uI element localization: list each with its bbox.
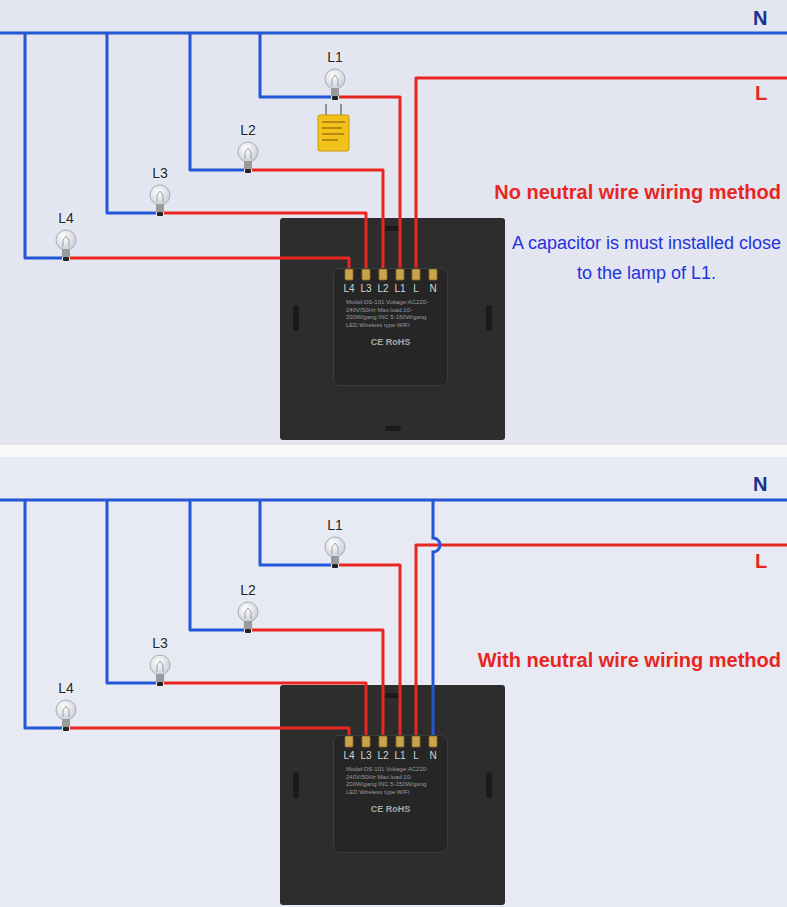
lamp-label: L3 bbox=[145, 164, 175, 182]
screw-slot bbox=[385, 426, 401, 431]
lamp: L3 bbox=[145, 634, 175, 692]
bus-label: L bbox=[755, 550, 767, 572]
lamp: L4 bbox=[51, 679, 81, 737]
switch-plate bbox=[280, 218, 505, 440]
terminal-label: N bbox=[423, 750, 443, 762]
lamp-symbol bbox=[320, 534, 350, 574]
terminal-label: L4 bbox=[339, 750, 359, 762]
screw-slot bbox=[293, 305, 299, 331]
terminal-pins bbox=[334, 736, 447, 750]
lamp: L2 bbox=[233, 581, 263, 639]
switch-module: L4L3L2L1LN Model:DS-101 Voltage:AC220-240… bbox=[333, 268, 448, 386]
lamp: L1 bbox=[320, 48, 350, 106]
terminal-label: L1 bbox=[390, 283, 410, 295]
lamp: L2 bbox=[233, 121, 263, 179]
live-wires bbox=[416, 78, 787, 735]
neutral-terminal-wire bbox=[433, 500, 440, 735]
lamp-symbol bbox=[320, 66, 350, 106]
bus-label: N bbox=[753, 7, 767, 29]
lamp-symbol bbox=[145, 652, 175, 692]
capacitor bbox=[318, 104, 349, 151]
lamp-label: L2 bbox=[233, 121, 263, 139]
lamp-label: L1 bbox=[320, 516, 350, 534]
terminal-label: L3 bbox=[356, 750, 376, 762]
lamp-label: L1 bbox=[320, 48, 350, 66]
lamp-label: L4 bbox=[51, 209, 81, 227]
top-background bbox=[0, 0, 787, 445]
screw-slot bbox=[486, 305, 492, 331]
screw-slot bbox=[293, 772, 299, 798]
bottom-background bbox=[0, 457, 787, 907]
screw-slot bbox=[486, 772, 492, 798]
certification-mark: CE RoHS bbox=[346, 804, 435, 815]
neutral-wires bbox=[0, 33, 787, 728]
switched-wire bbox=[350, 97, 400, 268]
terminal-label: L2 bbox=[373, 283, 393, 295]
terminal-pins bbox=[334, 269, 447, 283]
lamp-label: L4 bbox=[51, 679, 81, 697]
lamp: L3 bbox=[145, 164, 175, 222]
install-note: A capacitor is must installed close to t… bbox=[508, 228, 785, 288]
lamp: L1 bbox=[320, 516, 350, 574]
bus-label: N bbox=[753, 473, 767, 495]
model-text: Model:DS-101 Voltage:AC220-240V/50Hz Max… bbox=[346, 299, 435, 329]
lamp-symbol bbox=[51, 227, 81, 267]
separator bbox=[0, 445, 787, 457]
lamp-symbol bbox=[233, 599, 263, 639]
terminal-label: L3 bbox=[356, 283, 376, 295]
terminal-label: L2 bbox=[373, 750, 393, 762]
terminal-label: L bbox=[406, 750, 426, 762]
switched-wire bbox=[81, 258, 349, 268]
lamp-label: L2 bbox=[233, 581, 263, 599]
terminal-label: N bbox=[423, 283, 443, 295]
switched-wire bbox=[175, 213, 366, 268]
terminal-label: L bbox=[406, 283, 426, 295]
switch-module: L4L3L2L1LN Model:DS-101 Voltage:AC220-240… bbox=[333, 735, 448, 853]
model-text: Model:DS-101 Voltage:AC220-240V/50Hz Max… bbox=[346, 766, 435, 796]
lamp-symbol bbox=[233, 139, 263, 179]
lamp: L4 bbox=[51, 209, 81, 267]
bus-label: L bbox=[755, 82, 767, 104]
switched-wire bbox=[350, 565, 400, 735]
lamp-symbol bbox=[145, 182, 175, 222]
lamp-symbol bbox=[51, 697, 81, 737]
terminal-label: L1 bbox=[390, 750, 410, 762]
method-heading: No neutral wire wiring method bbox=[492, 180, 783, 204]
terminal-label: L4 bbox=[339, 283, 359, 295]
lamp-label: L3 bbox=[145, 634, 175, 652]
switched-wire bbox=[81, 728, 349, 735]
switch-plate bbox=[280, 685, 505, 905]
method-heading: With neutral wire wiring method bbox=[476, 648, 783, 672]
certification-mark: CE RoHS bbox=[346, 337, 435, 348]
